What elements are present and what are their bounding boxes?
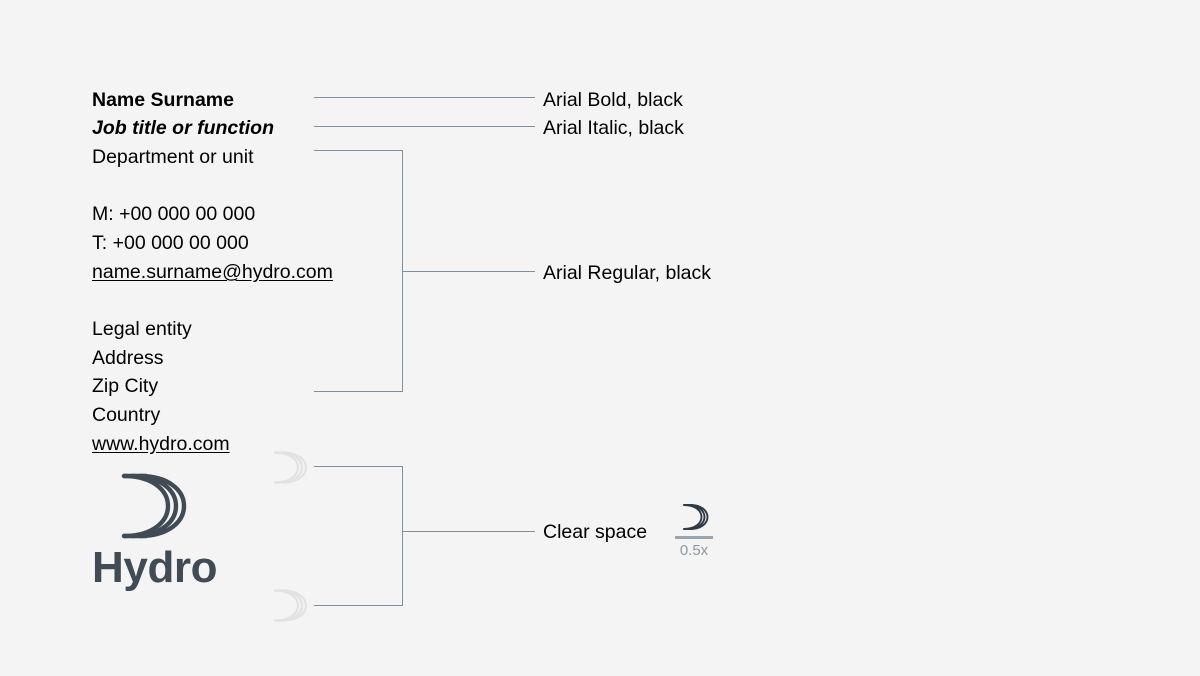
signature-legal-entity: Legal entity [92,318,192,340]
bracket-clearspace-top [314,466,403,467]
measure-value: 0.5x [679,542,709,559]
annotation-label-clearspace: Clear space [543,521,648,543]
signature-department: Department or unit [92,146,254,168]
annotation-label-italic: Arial Italic, black [543,117,684,139]
hydro-logo: Hydro [92,472,262,592]
bracket-clearspace-spine [402,466,403,606]
signature-email[interactable]: name.surname@hydro.com [92,261,333,283]
measure-rule [675,536,713,539]
hydro-crescent-mark-icon [121,473,187,539]
annotation-label-regular: Arial Regular, black [543,262,711,284]
bracket-clearspace-bottom [314,605,403,606]
ghost-hydro-mark-top-icon [273,451,308,484]
connector-clearspace [402,531,535,532]
signature-mobile: M: +00 000 00 000 [92,203,256,225]
connector-italic [314,126,535,127]
signature-address: Address [92,347,164,369]
bracket-regular-bottom [314,391,403,392]
hydro-wordmark: Hydro [92,543,218,592]
ghost-hydro-mark-bottom-icon [273,589,308,622]
bracket-regular-top [314,150,403,151]
annotation-label-bold: Arial Bold, black [543,89,683,111]
signature-country: Country [92,404,161,426]
connector-regular [402,271,535,272]
signature-telephone: T: +00 000 00 000 [92,232,249,254]
signature-name: Name Surname [92,89,234,111]
signature-job-title: Job title or function [92,117,274,139]
connector-bold [314,97,535,98]
measure-hydro-mark-icon [683,504,709,530]
signature-zip-city: Zip City [92,375,159,397]
signature-website[interactable]: www.hydro.com [92,433,230,455]
clearspace-measure: 0.5x [673,503,715,560]
